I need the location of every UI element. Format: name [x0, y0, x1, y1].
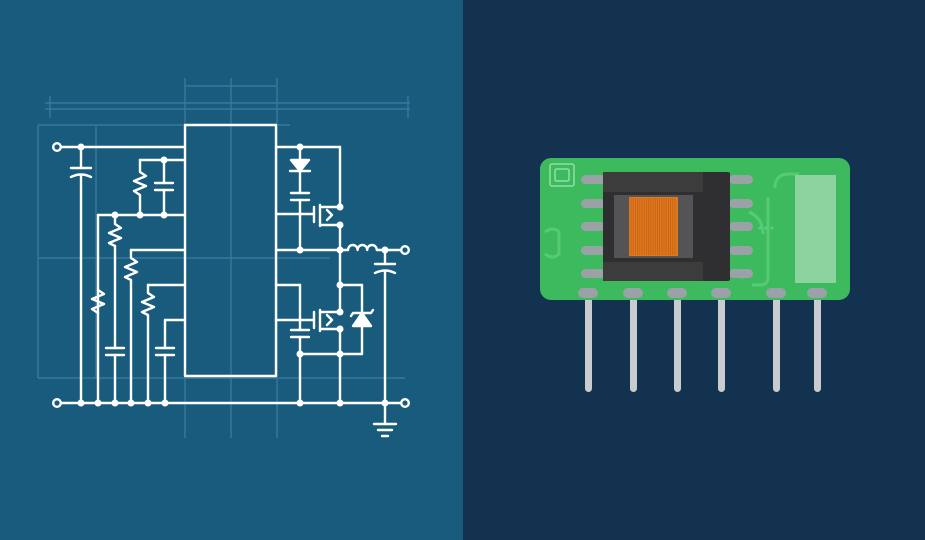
transformer [603, 172, 730, 281]
schematic-panel [0, 0, 463, 540]
low-side-capacitor [289, 283, 311, 405]
pin [630, 292, 637, 392]
output-inductor [346, 243, 378, 252]
capacitor-c3 [154, 318, 176, 405]
zener-diode [349, 283, 375, 356]
resistor-r1 [132, 158, 148, 217]
pin [674, 292, 681, 392]
resistor-r2 [90, 288, 106, 315]
schematic-drawing [0, 0, 463, 540]
ground-terminal-right [400, 398, 411, 409]
resistor-r5 [140, 283, 156, 405]
module-pins [585, 292, 821, 392]
copper-winding [629, 197, 678, 256]
ground-terminal-left [52, 398, 63, 409]
input-terminal [52, 141, 63, 152]
label-area [795, 175, 836, 283]
module-panel [463, 0, 925, 540]
pin-one-marker [549, 163, 575, 187]
low-side-mosfet [274, 308, 342, 333]
pin [814, 292, 821, 392]
capacitor-c1 [153, 158, 175, 217]
output-terminal [400, 244, 411, 255]
module-drawing [463, 0, 925, 540]
junction-dots [77, 143, 389, 407]
resistor-r4 [123, 248, 139, 405]
edge-pads [578, 288, 827, 298]
ground-symbol [372, 422, 398, 438]
bootstrap-capacitor [289, 191, 311, 252]
winding-turns [630, 198, 676, 255]
pin [718, 292, 725, 392]
capacitor-c2 [104, 346, 126, 405]
resistor-r3 [107, 213, 123, 350]
pin [773, 292, 780, 392]
smd-pads [581, 175, 753, 278]
pin [585, 292, 592, 392]
